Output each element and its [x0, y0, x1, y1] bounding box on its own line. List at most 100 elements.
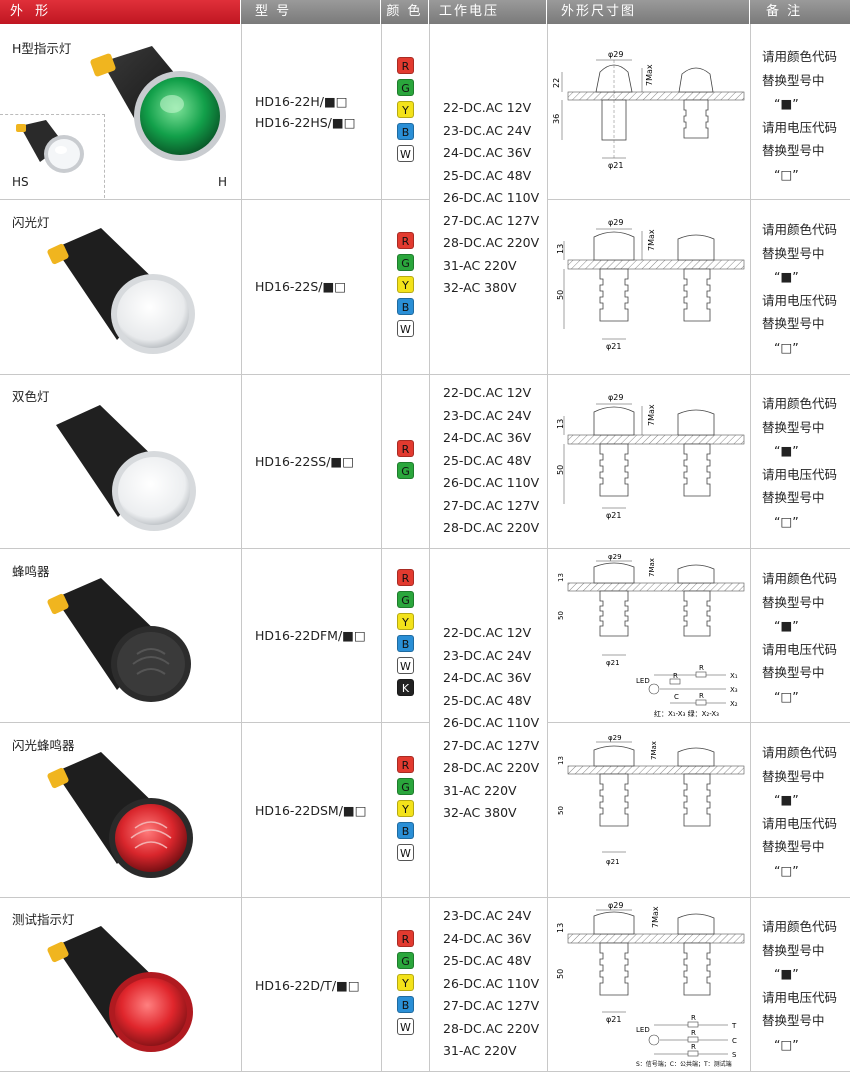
dim-7max: 7Max [647, 229, 656, 251]
color-code-badge: W [397, 844, 414, 861]
note-line: 请用颜色代码 [762, 396, 838, 411]
dim-phi21: φ21 [606, 342, 621, 351]
note-line: 替换型号中 [762, 316, 825, 331]
voltage-item: 32-AC 380V [443, 805, 517, 820]
dim-7max: 7Max [645, 64, 654, 86]
voltage-item: 28-DC.AC 220V [443, 520, 540, 535]
note-line: 请用颜色代码 [762, 571, 838, 586]
dim-phi29: φ29 [608, 50, 623, 59]
model-number: HD16-22DSM/■□ [255, 803, 367, 818]
dim-50: 50 [557, 806, 565, 815]
voltage-item: 24-DC.AC 36V [443, 930, 532, 946]
circuit-x1-label: X₁ [730, 672, 738, 680]
voltage-list: 22-DC.AC 12V 23-DC.AC 24V 24-DC.AC 36V 2… [443, 97, 539, 300]
note-line: 请用颜色代码 [762, 49, 838, 64]
header-dimension: 外形尺寸图 [547, 0, 750, 24]
dim-phi21: φ21 [606, 1015, 621, 1024]
note-line: 请用电压代码 [762, 292, 838, 308]
color-code-badge: G [397, 462, 414, 479]
note-line: “□” [774, 513, 799, 529]
color-code-badge: Y [397, 800, 414, 817]
product-name: 闪光蜂鸣器 [12, 738, 75, 753]
color-code-badge: G [397, 254, 414, 271]
voltage-item: 23-DC.AC 24V [443, 647, 532, 663]
color-code-badge: B [397, 298, 414, 315]
dimension-drawing: φ29 φ21 13 50 7Max LED R R C R X₁ X₃ X₂ … [557, 553, 745, 718]
dimension-drawing: φ29 φ21 13 50 7Max [556, 218, 745, 351]
note-line: 请用颜色代码 [762, 745, 838, 760]
color-code-badge: B [397, 822, 414, 839]
note-block: 请用颜色代码 替换型号中 “■” 请用电压代码 替换型号中 “□” [762, 392, 837, 533]
dim-phi29: φ29 [608, 218, 623, 227]
voltage-item: 26-DC.AC 110V [443, 975, 540, 991]
dim-phi29: φ29 [608, 901, 623, 910]
dim-7max: 7Max [650, 741, 658, 760]
voltage-item: 27-DC.AC 127V [443, 737, 540, 753]
divider [0, 897, 850, 898]
voltage-item: 28-DC.AC 220V [443, 760, 540, 775]
header-note: 备 注 [750, 0, 850, 24]
dim-50: 50 [556, 969, 565, 979]
circuit-x2-label: X₂ [730, 700, 738, 708]
circuit-caption: 红：X₁-X₃ 绿：X₂-X₃ [654, 709, 719, 718]
voltage-item: 32-AC 380V [443, 280, 517, 295]
product-name: 闪光灯 [12, 215, 50, 230]
note-line: “□” [774, 1036, 799, 1052]
voltage-list: 22-DC.AC 12V 23-DC.AC 24V 24-DC.AC 36V 2… [443, 382, 539, 540]
voltage-item: 26-DC.AC 110V [443, 190, 540, 205]
note-line: 请用电压代码 [762, 466, 838, 482]
voltage-list: 22-DC.AC 12V 23-DC.AC 24V 24-DC.AC 36V 2… [443, 622, 539, 825]
voltage-item: 31-AC 220V [443, 1043, 517, 1058]
product-image-buzzer [47, 578, 191, 702]
model-number: HD16-22DFM/■□ [255, 628, 366, 643]
voltage-item: 25-DC.AC 48V [443, 953, 532, 968]
hs-label: HS [12, 175, 29, 189]
voltage-item: 23-DC.AC 24V [443, 122, 532, 138]
voltage-item: 27-DC.AC 127V [443, 497, 540, 513]
color-swatches: R G Y B W [397, 232, 415, 337]
hs-inset [0, 114, 105, 198]
circuit-r-label: R [699, 664, 704, 672]
note-block: 请用颜色代码 替换型号中 “■” 请用电压代码 替换型号中 “□” [762, 741, 837, 882]
header-color: 颜 色 [381, 0, 429, 24]
dim-phi21: φ21 [606, 659, 620, 667]
note-block: 请用颜色代码 替换型号中 “■” 请用电压代码 替换型号中 “□” [762, 915, 837, 1056]
circuit-r-label: R [691, 1029, 696, 1037]
dim-13: 13 [557, 756, 565, 765]
product-name: H型指示灯 [12, 41, 72, 56]
dimension-drawing: φ29 φ21 22 36 7Max [552, 50, 745, 170]
note-line: “□” [774, 688, 799, 704]
color-code-badge: W [397, 1018, 414, 1035]
note-line: “□” [774, 862, 799, 878]
color-code-badge: W [397, 320, 414, 337]
color-code-badge: R [397, 57, 414, 74]
product-image-hs-clear [16, 120, 84, 173]
divider [0, 199, 429, 200]
circuit-t-label: T [731, 1022, 737, 1030]
circuit-c-label: C [674, 693, 679, 701]
circuit-r-label: R [691, 1043, 696, 1051]
voltage-item: 23-DC.AC 24V [443, 908, 532, 923]
dim-50: 50 [556, 465, 565, 475]
circuit-r-label: R [699, 692, 704, 700]
color-code-badge: R [397, 232, 414, 249]
product-name: 双色灯 [12, 389, 50, 404]
circuit-led-label: LED [636, 677, 650, 685]
circuit-r-label: R [673, 672, 678, 680]
note-line: “■” [774, 966, 799, 981]
divider [0, 722, 429, 723]
voltage-item: 25-DC.AC 48V [443, 452, 532, 468]
dim-7max: 7Max [651, 906, 660, 928]
model-number: HD16-22D/T/■□ [255, 978, 360, 993]
color-code-badge: R [397, 756, 414, 773]
dim-13: 13 [556, 244, 565, 254]
note-line: 替换型号中 [762, 1013, 825, 1028]
dim-7max: 7Max [647, 404, 656, 426]
note-line: “■” [774, 792, 799, 807]
note-line: “■” [774, 443, 799, 458]
note-line: 替换型号中 [762, 665, 825, 680]
dim-50: 50 [556, 290, 565, 300]
dim-22: 22 [552, 78, 561, 88]
dim-phi29: φ29 [608, 734, 622, 742]
color-swatches: R G Y B W [397, 57, 415, 162]
